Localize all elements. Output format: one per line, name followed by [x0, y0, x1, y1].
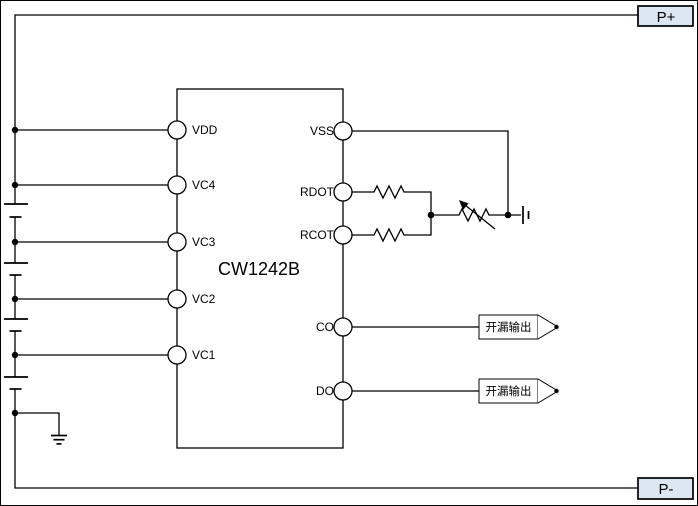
pin-label-vc3: VC3 [192, 235, 216, 249]
pin-do [333, 381, 353, 401]
negative-rail-wire [14, 389, 638, 489]
junction-dot [427, 211, 435, 219]
pin-label-vc1: VC1 [192, 348, 216, 362]
pin-label-vss: VSS [310, 124, 334, 138]
junction-dot [11, 181, 19, 189]
pin-vc4 [167, 175, 187, 195]
pin-label-vc2: VC2 [192, 292, 216, 306]
positive-rail-wire [14, 14, 638, 204]
terminal-p-plus: P+ [637, 5, 694, 27]
pin-rdot [333, 182, 353, 202]
pin-vc3 [167, 232, 187, 252]
pin-label-rdot: RDOT [300, 185, 335, 199]
ground-left-icon [51, 434, 67, 445]
pin-label-vc4: VC4 [192, 178, 216, 192]
potentiometer-body [431, 207, 521, 223]
rdot-wire [352, 184, 432, 215]
terminal-p-plus-label: P+ [657, 9, 676, 26]
pin-vc1 [167, 345, 187, 365]
battery-cell-1 [4, 203, 28, 218]
pin-label-vdd: VDD [192, 123, 218, 137]
vss-wire [352, 130, 509, 215]
pin-label-co: CO [316, 320, 334, 334]
do-output-label: 开漏输出 [486, 384, 532, 398]
chip-name: CW1242B [218, 259, 300, 279]
pin-label-rcot: RCOT [300, 228, 335, 242]
junction-dot [11, 126, 19, 134]
pin-label-do: DO [316, 384, 334, 398]
battery-cell-4 [4, 376, 28, 390]
pin-vc2 [167, 289, 187, 309]
pin-vdd [167, 120, 187, 140]
do-output-flag: 开漏输出 [478, 378, 559, 404]
potentiometer-arrow-icon [459, 200, 496, 230]
junction-dot [11, 295, 19, 303]
pin-rcot [333, 225, 353, 245]
ground-right-icon [522, 206, 530, 224]
chip-body [176, 88, 344, 449]
battery-cell-3 [4, 318, 28, 332]
junction-dot [504, 211, 512, 219]
pin-vss [333, 121, 353, 141]
terminal-p-minus: P- [637, 477, 694, 500]
ground-left-wire [15, 412, 60, 435]
co-output-label: 开漏输出 [486, 320, 532, 334]
junction-dot [11, 351, 19, 359]
pin-co [333, 317, 353, 337]
junction-dot [11, 409, 19, 417]
terminal-p-minus-label: P- [659, 481, 674, 498]
junction-dot [11, 238, 19, 246]
rcot-wire [352, 215, 432, 243]
battery-cell-2 [4, 262, 28, 276]
co-output-flag: 开漏输出 [478, 314, 559, 340]
